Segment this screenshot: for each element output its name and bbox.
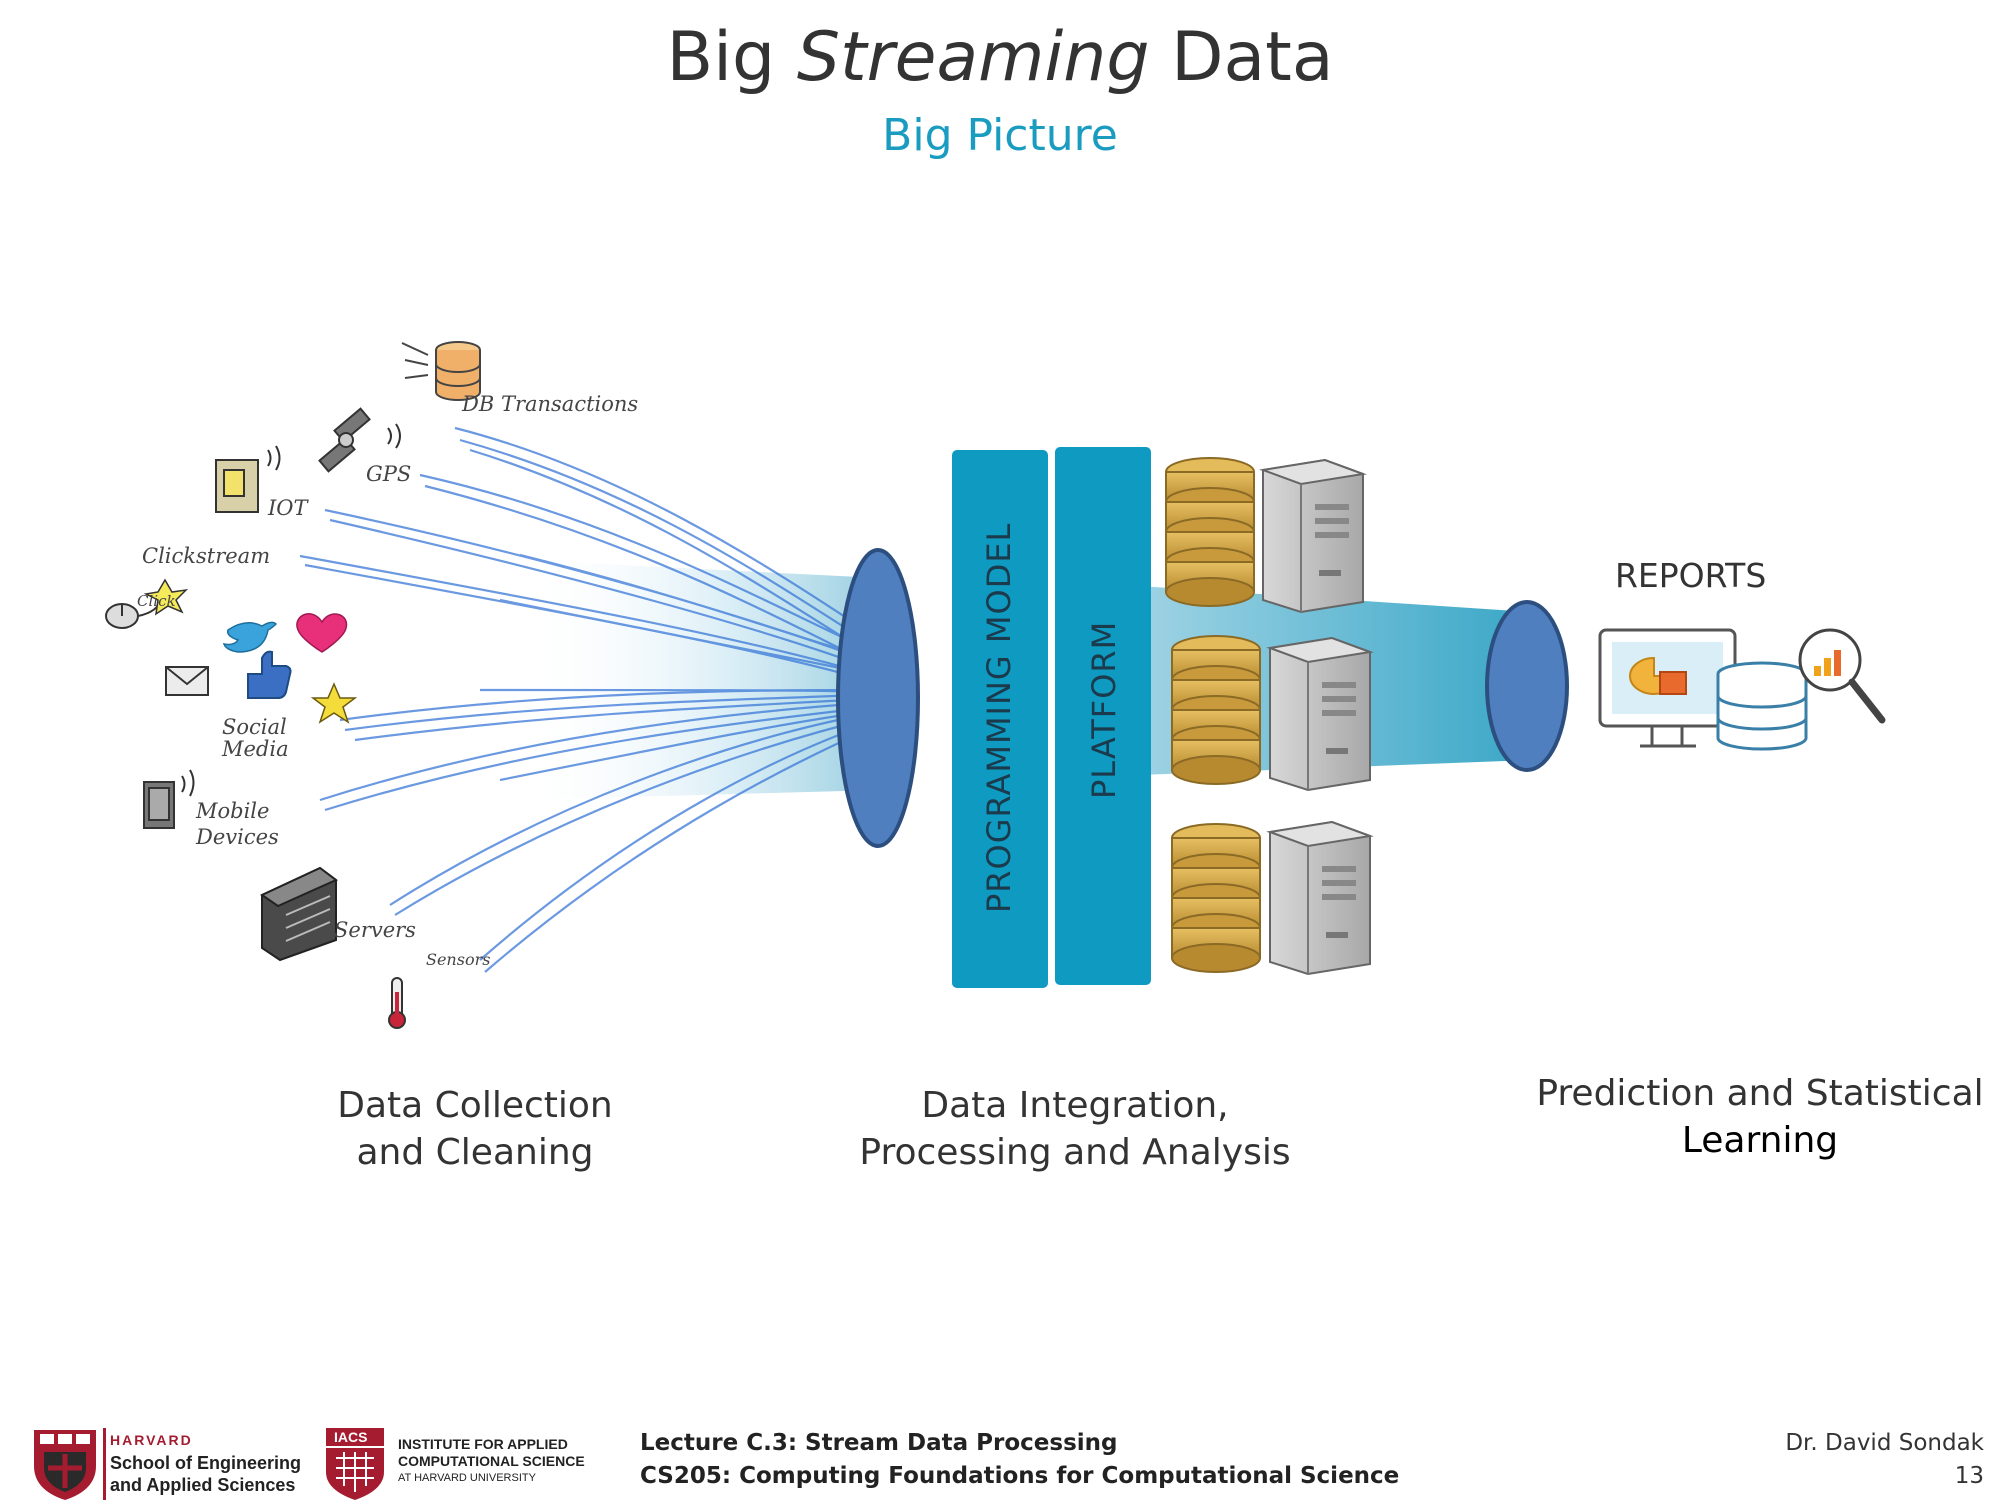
click-burst-icon [143,578,189,616]
star-icon [310,682,358,724]
harvard-wordmark: HARVARD [110,1432,193,1448]
analytics-magnifier-icon [1798,628,1886,724]
source-label-sensors: Sensors [426,950,491,969]
source-label-iot: IOT [268,496,308,520]
coin-stack-icon [1171,823,1261,973]
iot-device-icon [215,445,281,513]
stage-data-collection: Data Collection and Cleaning [337,1085,613,1173]
seas-wordmark: School of Engineering and Applied Scienc… [110,1453,302,1495]
source-label-mobile-devices: Mobile Devices [196,799,279,849]
harvard-shield-logo [30,1428,100,1500]
source-label-gps: GPS [366,462,412,486]
source-label-servers: Servers [334,918,416,942]
thumbs-up-icon [247,650,292,699]
data-stream-lines [299,426,881,973]
server-icon [1269,637,1371,791]
satellite-icon [318,407,401,473]
thermometer-icon [388,977,406,1029]
course-title: CS205: Computing Foundations for Computa… [640,1463,1400,1489]
coin-stack-icon [1165,457,1255,607]
server-icon [1269,821,1371,975]
programming-model-label: PROGRAMMING MODEL [980,522,1018,914]
source-label-db-transactions: DB Transactions [462,392,639,416]
source-label-social-media: Social Media [222,715,289,761]
reports-label: REPORTS [1615,556,1767,595]
server-rack-icon [259,866,338,962]
input-lens [836,548,920,848]
platform-block [1055,447,1151,985]
source-label-clickstream: Clickstream [142,544,271,568]
iacs-wordmark: INSTITUTE FOR APPLIED COMPUTATIONAL SCIE… [398,1436,585,1484]
twitter-bird-icon [222,621,278,653]
output-lens [1485,600,1569,772]
source-label-click: Click [137,592,176,610]
database-icon [401,341,481,401]
coin-stack-icon [1171,635,1261,785]
iacs-badge: IACS [334,1429,368,1445]
report-monitor-icon [1598,628,1737,748]
lecture-title: Lecture C.3: Stream Data Processing [640,1430,1118,1456]
slide-subtitle: Big Picture [882,110,1118,161]
programming-model-block [952,450,1048,988]
server-icon [1262,459,1364,613]
stream-funnel-beam [520,560,880,800]
stage-data-integration: Data Integration, Processing and Analysi… [859,1085,1291,1173]
mobile-device-icon [143,769,195,829]
data-cylinder-icon [1716,661,1808,751]
platform-label: PLATFORM [1085,620,1123,800]
author-name: Dr. David Sondak [1785,1430,1984,1456]
page-number: 13 [1954,1463,1984,1489]
stage-prediction: Prediction and Statistical Learning [1536,1073,1984,1161]
iacs-logo [326,1428,384,1500]
slide-title: Big Streaming Data [666,18,1334,97]
mail-icon [165,666,209,696]
footer-divider [103,1428,106,1500]
heart-icon [296,613,348,653]
